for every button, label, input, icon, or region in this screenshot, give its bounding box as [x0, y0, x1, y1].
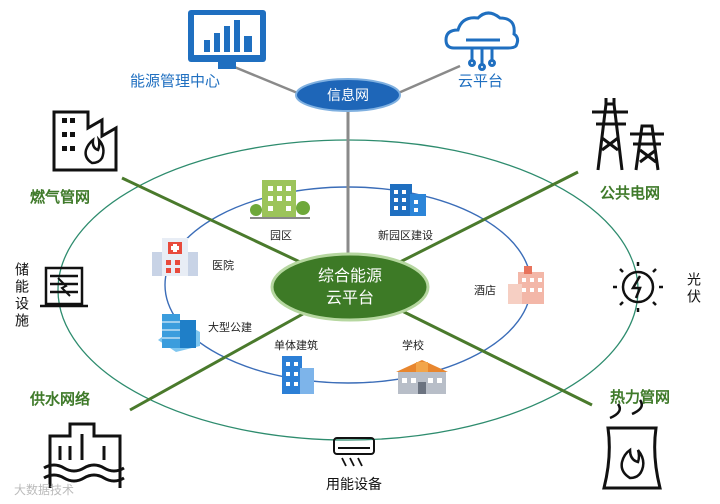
- new-park-building-icon: [390, 184, 426, 216]
- solar-pv-icon: [613, 262, 663, 312]
- link-info-cloud: [395, 64, 461, 96]
- monitor-icon: [188, 10, 266, 69]
- air-conditioner-icon: [333, 437, 375, 467]
- energy-center-label: 能源管理中心: [130, 72, 221, 90]
- battery-storage-icon: [40, 266, 88, 308]
- school-icon: [396, 360, 448, 394]
- park-label: 园区: [270, 229, 292, 242]
- watermark: 大数据技术: [14, 483, 75, 497]
- water-plant-icon: [43, 422, 125, 488]
- devices-label: 用能设备: [326, 477, 382, 493]
- public-building-icon: [158, 314, 200, 352]
- park-building-icon: [250, 180, 310, 219]
- pv-label: 光伏: [685, 272, 701, 306]
- info-net-label: 信息网: [327, 88, 369, 104]
- cloud-label: 云平台: [458, 72, 504, 90]
- storage-label: 储能设施: [13, 262, 29, 330]
- hub-line2: 云平台: [325, 288, 374, 307]
- heat-network-label: 热力管网: [610, 388, 671, 406]
- new-park-label: 新园区建设: [378, 229, 433, 242]
- water-network-label: 供水网络: [30, 390, 91, 408]
- gas-building-icon: [52, 110, 118, 172]
- line-gas: [121, 176, 301, 264]
- power-grid-label: 公共电网: [600, 184, 661, 202]
- line-heat: [399, 308, 593, 407]
- single-building-icon: [282, 356, 314, 394]
- school-label: 学校: [402, 339, 424, 352]
- info-net-node: [295, 78, 401, 112]
- line-power: [399, 170, 579, 264]
- hospital-icon: [152, 238, 198, 276]
- heat-plant-icon: [602, 399, 662, 490]
- hotel-label: 酒店: [474, 284, 496, 297]
- cloud-icon: [444, 11, 520, 71]
- single-building-label: 单体建筑: [274, 339, 318, 352]
- hub-node: [270, 252, 430, 322]
- power-tower-icon: [592, 98, 664, 171]
- hub-line1: 综合能源: [317, 266, 382, 285]
- gas-network-label: 燃气管网: [30, 188, 91, 206]
- hospital-label: 医院: [212, 259, 234, 272]
- hub-label: 综合能源 云平台: [272, 254, 428, 320]
- hotel-icon: [508, 266, 544, 304]
- public-building-label: 大型公建: [208, 321, 252, 334]
- line-water: [129, 308, 311, 412]
- link-info-center: [231, 64, 301, 96]
